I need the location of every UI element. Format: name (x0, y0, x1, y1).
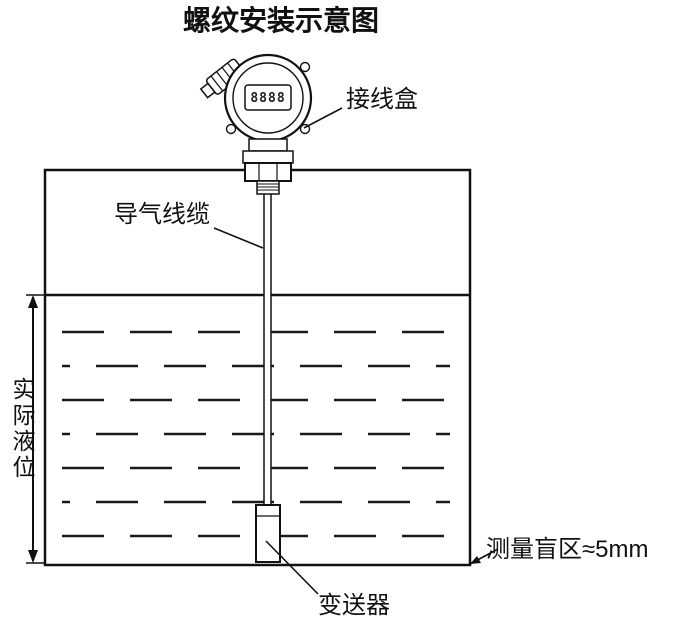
liquid-dashes (62, 330, 450, 538)
air-guide-cable (263, 191, 272, 506)
neck-collar (248, 138, 288, 152)
blind-zone-label: 测量盲区≈5mm (486, 536, 649, 563)
bolt-lug-left (225, 123, 237, 135)
transmitter-head: 8888 (199, 53, 313, 195)
actual-level-label: 实际液位 (9, 377, 35, 481)
level-dimension (26, 294, 46, 564)
air-cable-leader (213, 227, 264, 249)
arrowhead-down (28, 550, 38, 563)
probe-transmitter (255, 504, 281, 563)
blind-zone-leader (469, 548, 499, 565)
diagram-title: 螺纹安装示意图 (183, 4, 379, 36)
junction-box-label: 接线盒 (346, 86, 418, 113)
arrowhead-up (28, 295, 38, 308)
mounting-flange (242, 150, 294, 164)
arrowhead-blind-zone (470, 556, 481, 564)
lcd-digits: 8888 (250, 91, 285, 106)
bolt-lug-top (299, 61, 311, 73)
junction-box-leader (303, 107, 343, 129)
hex-nut (244, 162, 292, 182)
air-cable-label: 导气线缆 (114, 201, 210, 228)
transmitter-leader (265, 540, 319, 595)
lcd-display: 8888 (244, 84, 292, 111)
thread-nipple (256, 180, 280, 195)
transmitter-label: 变送器 (318, 592, 390, 619)
